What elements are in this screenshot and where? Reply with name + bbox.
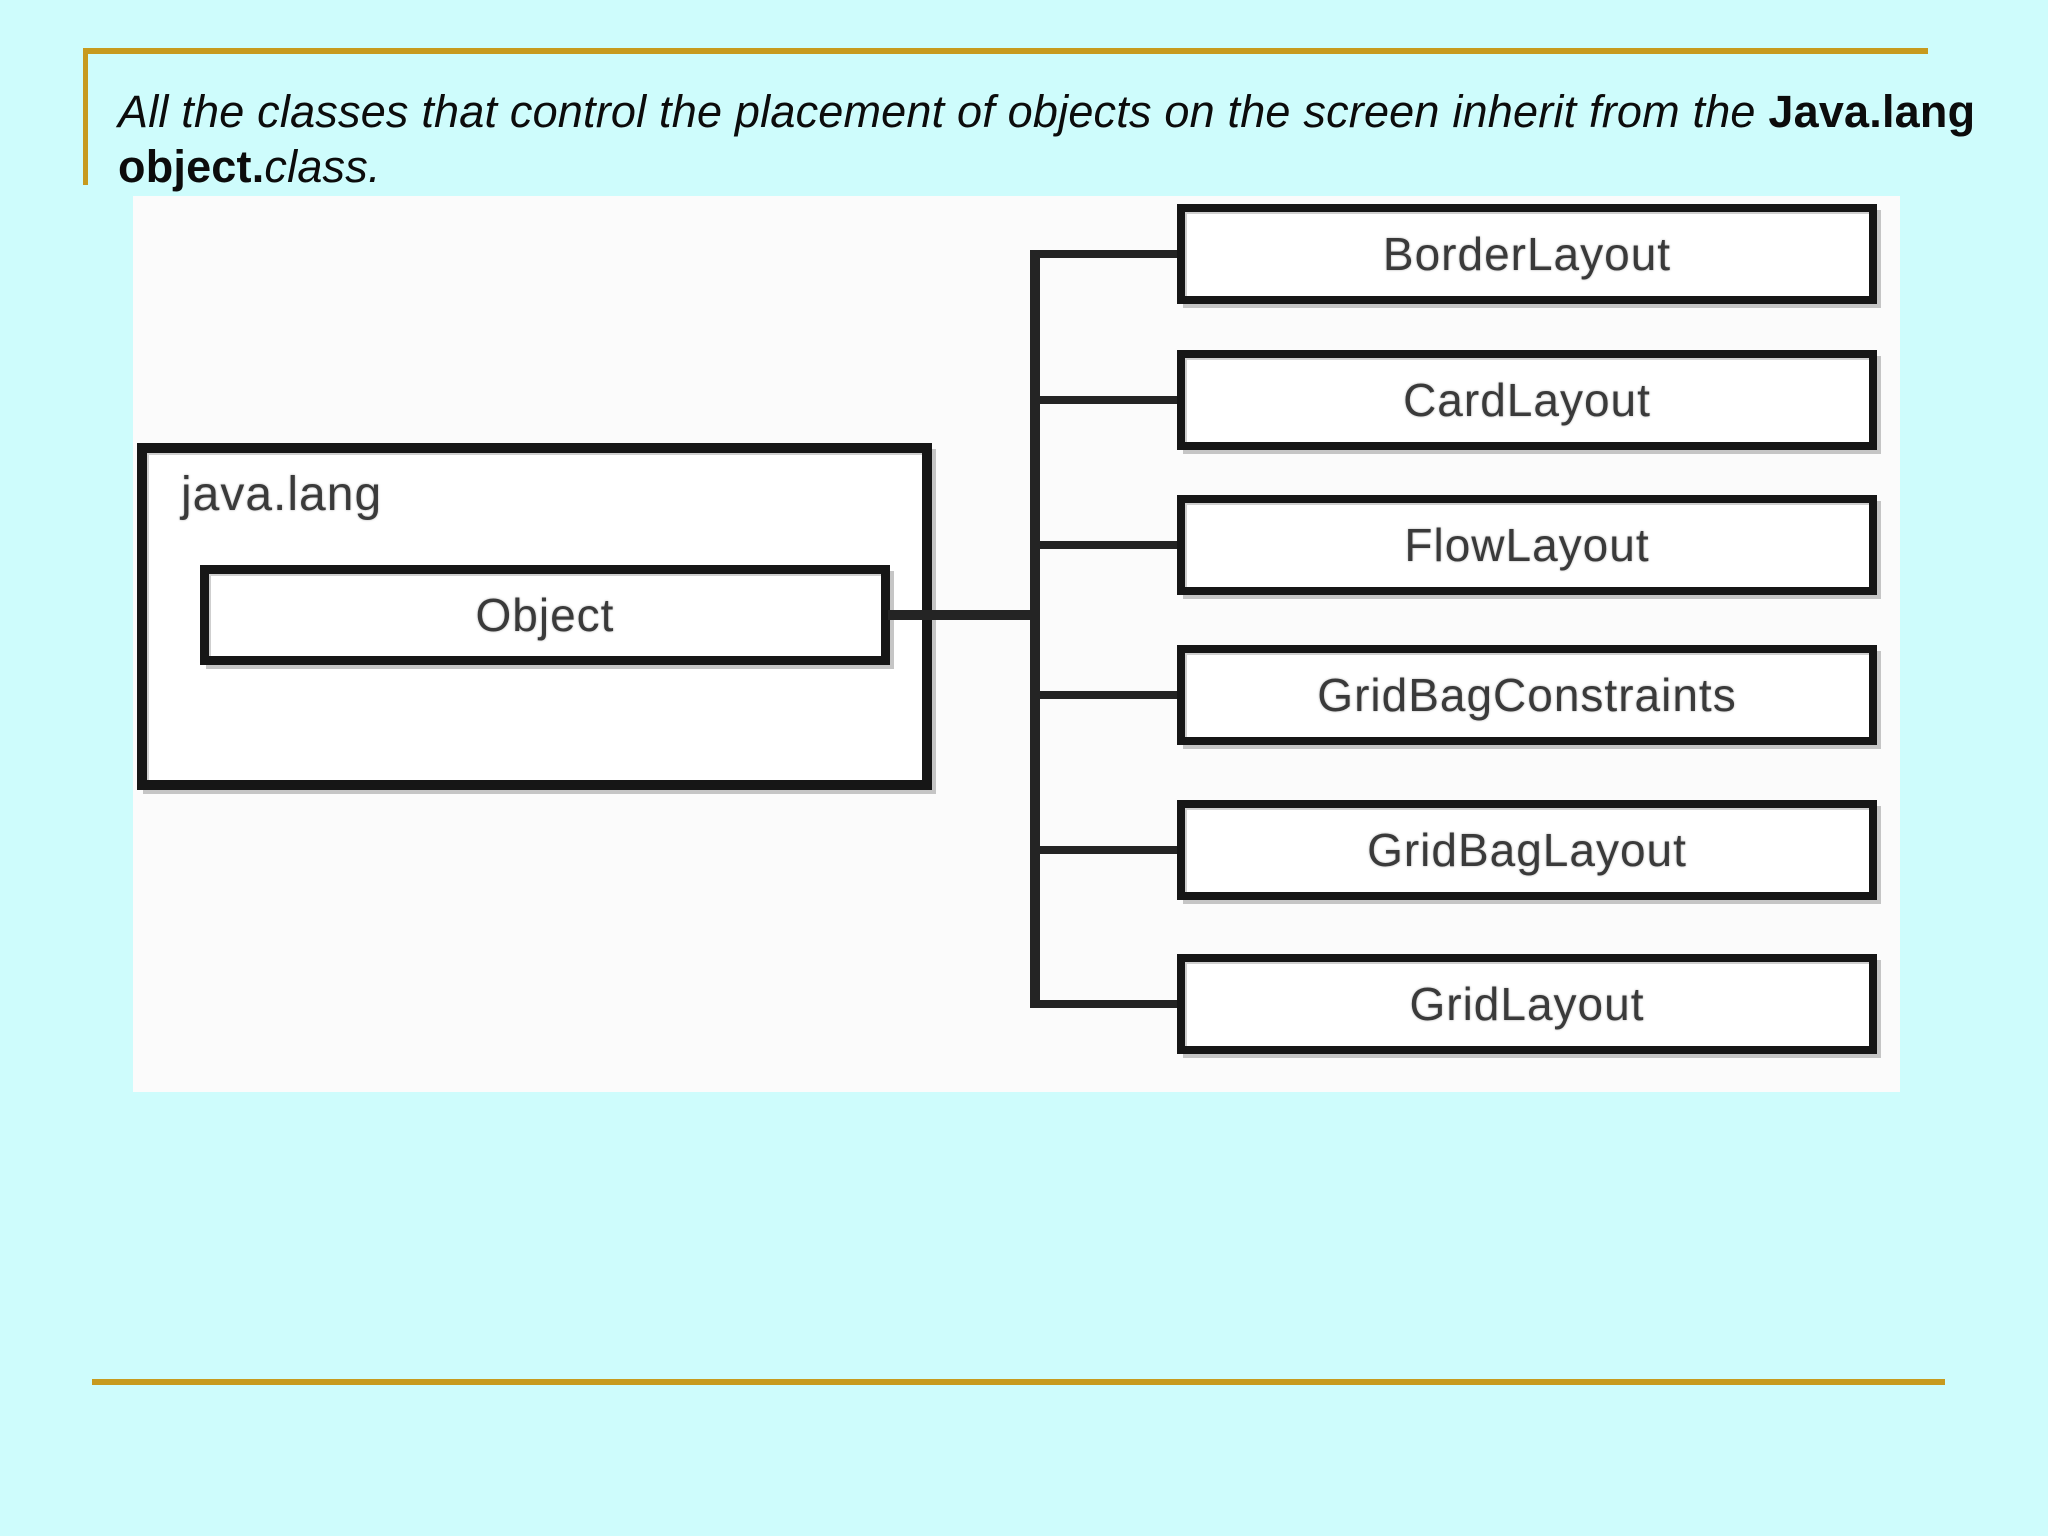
class-box-label: BorderLayout [1382,228,1672,280]
intro-line-1: All the classes that control the placeme… [118,84,2028,139]
class-box-label: GridLayout [1409,978,1645,1030]
connector-branch-borderlayout [1035,250,1177,258]
class-box-cardlayout: CardLayout [1177,350,1877,450]
connector-trunk [1030,250,1040,1008]
intro-line-2-bold: object. [118,141,265,192]
class-box-label: GridBagConstraints [1317,669,1737,721]
object-class-box: Object [200,565,890,665]
class-box-label: GridBagLayout [1367,824,1687,876]
intro-text: All the classes that control the placeme… [118,84,2028,194]
class-box-flowlayout: FlowLayout [1177,495,1877,595]
class-box-gridbagconstraints: GridBagConstraints [1177,645,1877,745]
class-box-borderlayout: BorderLayout [1177,204,1877,304]
object-label: Object [475,589,615,641]
class-box-label: FlowLayout [1404,519,1650,571]
class-box-gridlayout: GridLayout [1177,954,1877,1054]
intro-line-1-italic: All the classes that control the placeme… [118,86,1769,137]
connector-branch-gridlayout [1035,1000,1177,1008]
class-box-gridbaglayout: GridBagLayout [1177,800,1877,900]
intro-line-2-italic: class. [264,141,381,192]
left-accent-line [83,48,88,185]
connector-object-to-trunk [888,610,1040,620]
intro-line-2: object.class. [118,139,2028,194]
connector-branch-cardlayout [1035,396,1177,404]
connector-branch-gridbaglayout [1035,846,1177,854]
bottom-accent-line [92,1379,1945,1385]
connector-branch-flowlayout [1035,541,1177,549]
top-accent-line [83,48,1928,54]
diagram-panel: java.lang Object BorderLayout CardLayout… [133,196,1900,1092]
connector-branch-gridbagconstraints [1035,691,1177,699]
class-box-label: CardLayout [1403,374,1651,426]
java-lang-label: java.lang [181,468,383,521]
intro-line-1-bold: Java.lang [1768,86,1976,137]
